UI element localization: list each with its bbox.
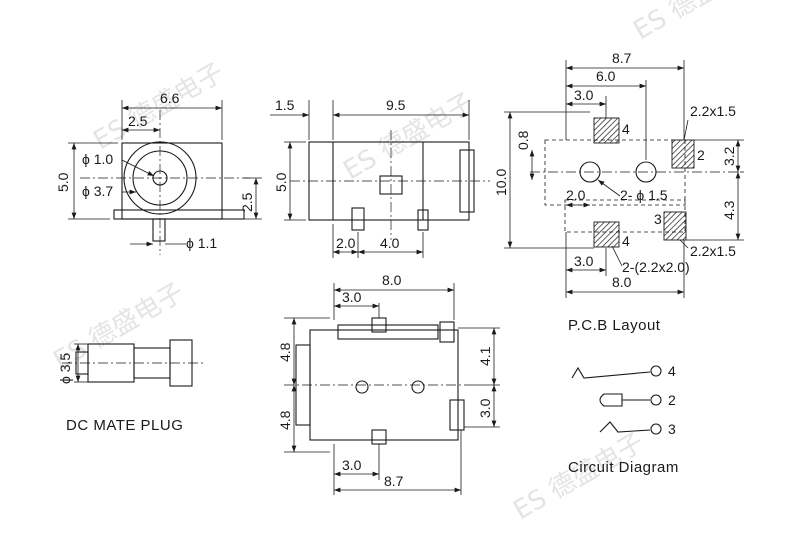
pcb-pad xyxy=(593,221,620,248)
pcb-pad-label: 3 xyxy=(654,211,662,227)
dim-pcb-holes: 2- ϕ 1.5 xyxy=(620,187,668,203)
top-view: 8.0 3.0 4.8 4.8 4.1 3.0 3.0 8.7 xyxy=(277,272,500,495)
dim-top-overall: 8.0 xyxy=(382,272,402,288)
pcb-pad-label: 4 xyxy=(622,121,630,137)
dim-pcb-top-mid: 6.0 xyxy=(596,68,616,84)
circuit-pin-label: 2 xyxy=(668,392,676,408)
pcb-pad xyxy=(663,211,687,241)
dc-mate-plug: ϕ 3.5 DC MATE PLUG xyxy=(57,339,204,434)
dim-pcb-height: 10.0 xyxy=(493,169,509,196)
dim-side-length: 9.5 xyxy=(386,97,406,113)
dim-pcb-bottom-overall: 8.0 xyxy=(612,274,632,290)
pcb-pad-label: 2 xyxy=(697,147,705,163)
dim-pcb-top-overall: 8.7 xyxy=(612,50,632,66)
dim-top-offset-bottom: 3.0 xyxy=(342,457,362,473)
dim-front-base-height: 2.5 xyxy=(239,192,255,212)
dim-side-flange: 1.5 xyxy=(275,97,295,113)
dim-top-overall-bottom: 8.7 xyxy=(384,473,404,489)
watermark: ES 德盛电子 xyxy=(89,57,230,156)
watermark: ES 德盛电子 xyxy=(339,87,480,186)
pcb-pad-label: 4 xyxy=(622,233,630,249)
dim-pcb-bottom-inner: 3.0 xyxy=(574,253,594,269)
pcb-pad xyxy=(593,117,620,144)
dim-top-right-upper: 4.1 xyxy=(477,346,493,366)
circuit-diagram: 4 2 3 Circuit Diagram xyxy=(568,363,679,476)
circuit-pin-label: 3 xyxy=(668,421,676,437)
dim-front-pin: ϕ 1.1 xyxy=(186,235,217,251)
dim-pcb-pad-size-bottom: 2.2x1.5 xyxy=(690,243,736,259)
dim-pcb-pad-size-top: 2.2x1.5 xyxy=(690,103,736,119)
plug-title: DC MATE PLUG xyxy=(66,417,183,434)
dim-pcb-hole-offset: 2.0 xyxy=(566,187,586,203)
dim-pcb-pad-count-note: 2-(2.2x2.0) xyxy=(622,259,690,275)
dim-plug-diameter: ϕ 3.5 xyxy=(57,353,73,384)
dim-pcb-top-inner: 3.0 xyxy=(574,87,594,103)
dim-front-bore: ϕ 3.7 xyxy=(82,183,113,199)
dim-side-pin-offset: 2.0 xyxy=(336,235,356,251)
dim-side-height: 5.0 xyxy=(273,172,289,192)
dim-front-width: 6.6 xyxy=(160,90,180,106)
circuit-pin-label: 4 xyxy=(668,363,676,379)
dim-front-center-offset: 2.5 xyxy=(128,113,148,129)
dim-pcb-right-lower: 4.3 xyxy=(721,200,737,220)
dim-front-height: 5.0 xyxy=(55,172,71,192)
dim-top-upper-half: 4.8 xyxy=(277,342,293,362)
watermark: ES 德盛电子 xyxy=(629,0,770,46)
dim-pcb-left-small: 0.8 xyxy=(515,130,531,150)
side-view: 1.5 9.5 5.0 2.0 4.0 xyxy=(270,97,490,258)
front-view: 6.6 2.5 5.0 2.5 ϕ 1.0 ϕ 3.7 ϕ 1.1 xyxy=(55,90,262,255)
circuit-title: Circuit Diagram xyxy=(568,459,679,476)
pcb-pad xyxy=(671,139,695,169)
dim-top-lower-half: 4.8 xyxy=(277,410,293,430)
pcb-layout-title: P.C.B Layout xyxy=(568,317,661,334)
dim-side-pin-pitch: 4.0 xyxy=(380,235,400,251)
dim-front-pin-hole: ϕ 1.0 xyxy=(82,151,113,167)
dim-pcb-right-upper: 3.2 xyxy=(721,146,737,166)
watermark: ES 德盛电子 xyxy=(509,427,650,526)
pcb-layout: 4 2 3 4 8.7 6.0 3.0 2.2x1.5 10.0 0.8 3.2… xyxy=(493,50,744,334)
dim-top-offset-top: 3.0 xyxy=(342,289,362,305)
dim-top-right-lower: 3.0 xyxy=(477,398,493,418)
